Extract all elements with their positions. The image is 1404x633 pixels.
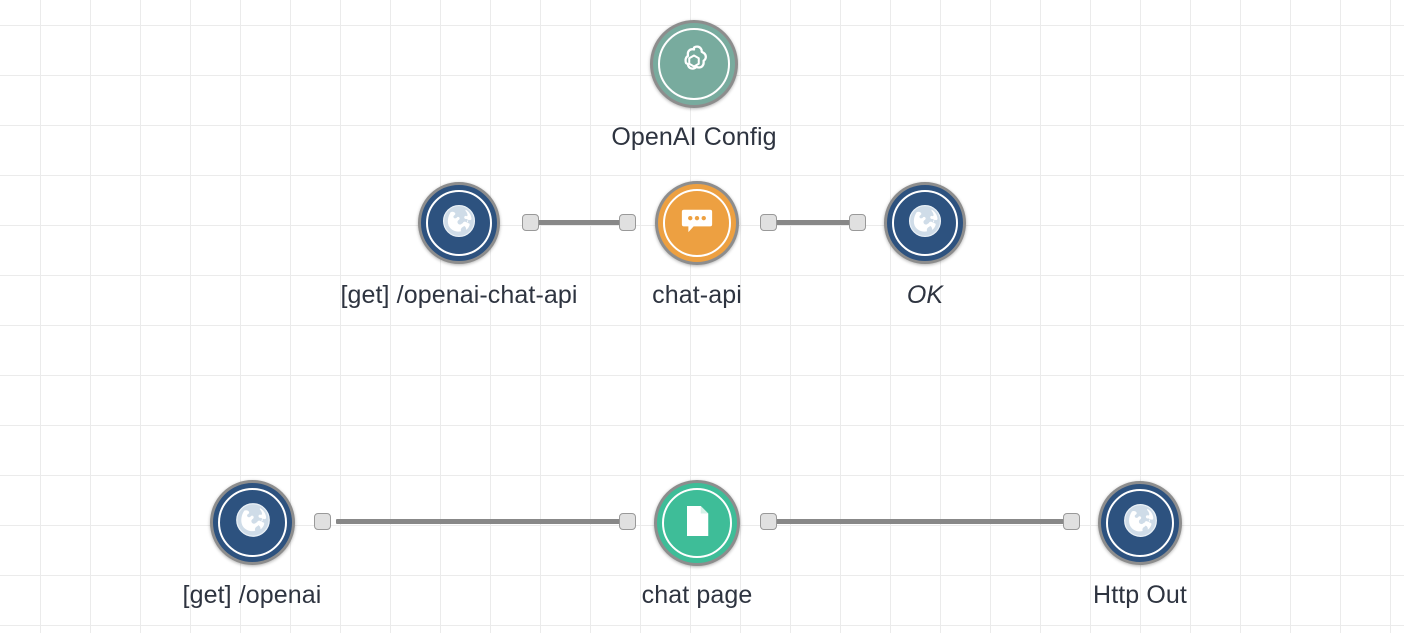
link-http-in-openai-to-chat-page[interactable]	[336, 519, 628, 524]
port-input-http-out[interactable]	[1063, 513, 1080, 530]
node-http-out[interactable]	[1098, 481, 1182, 565]
node-label-chat-page: chat page	[641, 581, 753, 609]
globe-icon	[906, 202, 944, 245]
link-chat-api-to-ok[interactable]	[774, 220, 862, 225]
node-label-http-in-chat-api: [get] /openai-chat-api	[340, 281, 578, 309]
node-http-in-chat-api[interactable]	[418, 182, 500, 264]
openai-logo-icon	[672, 40, 716, 89]
node-openai-config[interactable]	[650, 20, 738, 108]
link-chat-page-to-http-out[interactable]	[776, 519, 1068, 524]
node-http-response-ok[interactable]	[884, 182, 966, 264]
node-label-http-out: Http Out	[1093, 581, 1187, 609]
node-chat-page[interactable]	[654, 480, 740, 566]
port-input-ok[interactable]	[849, 214, 866, 231]
node-label-http-response-ok: OK	[906, 281, 944, 309]
node-http-in-openai[interactable]	[210, 480, 295, 565]
port-output-chat-api[interactable]	[760, 214, 777, 231]
link-http-in-chat-api-to-chat-api[interactable]	[536, 220, 626, 225]
port-output-chat-page[interactable]	[760, 513, 777, 530]
globe-icon	[1121, 501, 1160, 545]
port-input-chat-page[interactable]	[619, 513, 636, 530]
port-output-http-in-chat-api[interactable]	[522, 214, 539, 231]
globe-icon	[233, 500, 273, 545]
document-icon	[677, 501, 717, 546]
node-label-http-in-openai: [get] /openai	[182, 581, 322, 609]
speech-bubble-icon	[677, 201, 717, 246]
node-chat-api[interactable]	[655, 181, 739, 265]
globe-icon	[440, 202, 478, 245]
port-output-http-in-openai[interactable]	[314, 513, 331, 530]
node-label-openai-config: OpenAI Config	[611, 123, 777, 151]
port-input-chat-api[interactable]	[619, 214, 636, 231]
node-label-chat-api: chat-api	[652, 281, 742, 309]
